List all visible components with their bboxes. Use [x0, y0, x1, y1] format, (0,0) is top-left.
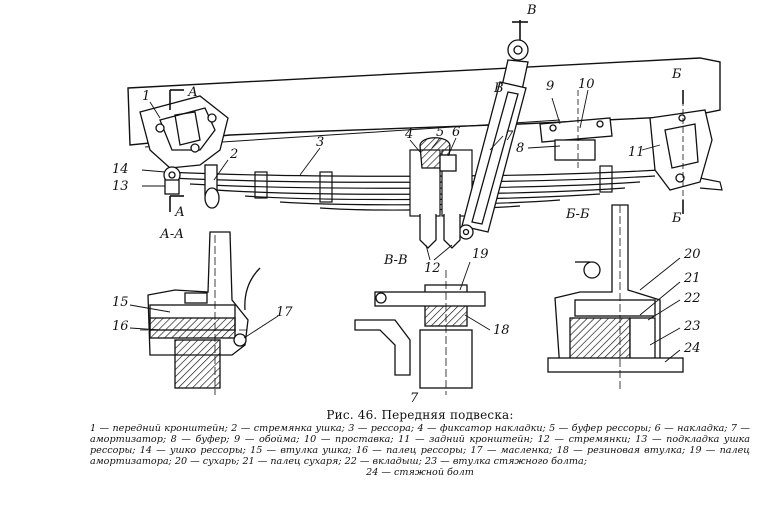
label-24: 24: [683, 341, 701, 356]
caption-legend: 1 — передний кронштейн; 2 — стремянка уш…: [90, 423, 750, 467]
label-7: 7: [505, 129, 514, 144]
label-5: 5: [436, 125, 444, 140]
view-v-v: В-В: [383, 253, 408, 268]
suspension-drawing: 1 2 3 4 5 6 7 8 9 10 11 12 13 14 15 16 1…: [112, 3, 723, 406]
rebound-buffer: [539, 90, 613, 170]
label-2: 2: [229, 147, 238, 162]
u-bolts: [419, 214, 461, 249]
view-b-b: Б-Б: [565, 207, 590, 222]
front-bracket: [139, 95, 229, 169]
caption-title: Рис. 46. Передняя подвеска:: [326, 408, 514, 422]
label-13: 13: [112, 179, 129, 194]
section-cut-marks: [169, 89, 684, 214]
leader-lines: [129, 89, 681, 363]
label-9: 9: [546, 79, 554, 94]
label-3: 3: [316, 135, 324, 150]
label-12: 12: [424, 261, 441, 276]
view-a-a: А-А: [159, 227, 184, 242]
caption-tail: 24 — стяжной болт: [366, 467, 474, 478]
mark-b-bottom: Б: [671, 211, 682, 226]
label-18: 18: [493, 323, 510, 338]
mark-a-bottom: А: [174, 205, 185, 220]
label-20: 20: [683, 247, 701, 262]
label-7-section: 7: [410, 391, 419, 406]
label-10: 10: [578, 77, 595, 92]
mark-v-top: В: [526, 3, 537, 18]
rear-bracket: [649, 100, 713, 200]
label-15: 15: [112, 295, 129, 310]
mark-a-top: А: [187, 85, 198, 100]
shock-absorber: [458, 20, 529, 240]
detail-v-v: [354, 270, 486, 395]
mark-b-top: Б: [671, 67, 682, 82]
label-6: 6: [452, 125, 460, 140]
spring-eye: [163, 164, 220, 209]
label-22: 22: [683, 291, 701, 306]
label-19: 19: [472, 247, 489, 262]
label-4: 4: [404, 127, 413, 142]
part-labels: 1 2 3 4 5 6 7 8 9 10 11 12 13 14 15 16 1…: [112, 77, 701, 406]
label-1: 1: [142, 89, 150, 104]
label-8: 8: [516, 141, 524, 156]
figure-caption: Рис. 46. Передняя подвеска: 1 — передний…: [90, 408, 750, 478]
label-14: 14: [112, 162, 129, 177]
label-16: 16: [112, 319, 129, 334]
label-11: 11: [628, 145, 645, 160]
section-markers: А А В В Б Б А-А В-В Б-Б: [159, 3, 682, 268]
detail-a-a: [140, 231, 261, 395]
mark-v-mid: В: [493, 81, 504, 96]
detail-b-b: [547, 204, 684, 390]
label-21: 21: [683, 271, 701, 286]
label-23: 23: [683, 319, 701, 334]
label-17: 17: [276, 305, 293, 320]
spring-buffer: [419, 137, 457, 172]
